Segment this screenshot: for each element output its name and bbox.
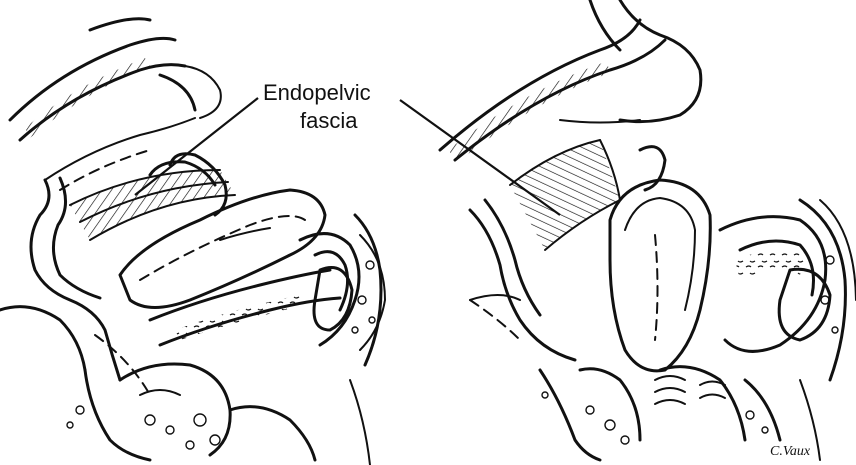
label-fascia: fascia (300, 108, 358, 133)
left-perineum-texture (67, 406, 220, 449)
right-cervix-rings (655, 376, 725, 404)
artist-signature: C.Vaux (770, 444, 811, 459)
left-abdominal-wall (10, 19, 221, 140)
left-vaginal-canal (150, 270, 340, 345)
left-rectum (300, 234, 385, 350)
right-endopelvic-fascia (510, 140, 620, 250)
right-rectum (720, 217, 830, 352)
signature-text: C.Vaux (770, 444, 811, 459)
right-panel-prolapse-anatomy (440, 0, 856, 460)
label-endopelvic: Endopelvic (263, 80, 371, 105)
right-prolapsed-uterus (610, 147, 710, 371)
right-abdominal-wall (440, 0, 701, 162)
